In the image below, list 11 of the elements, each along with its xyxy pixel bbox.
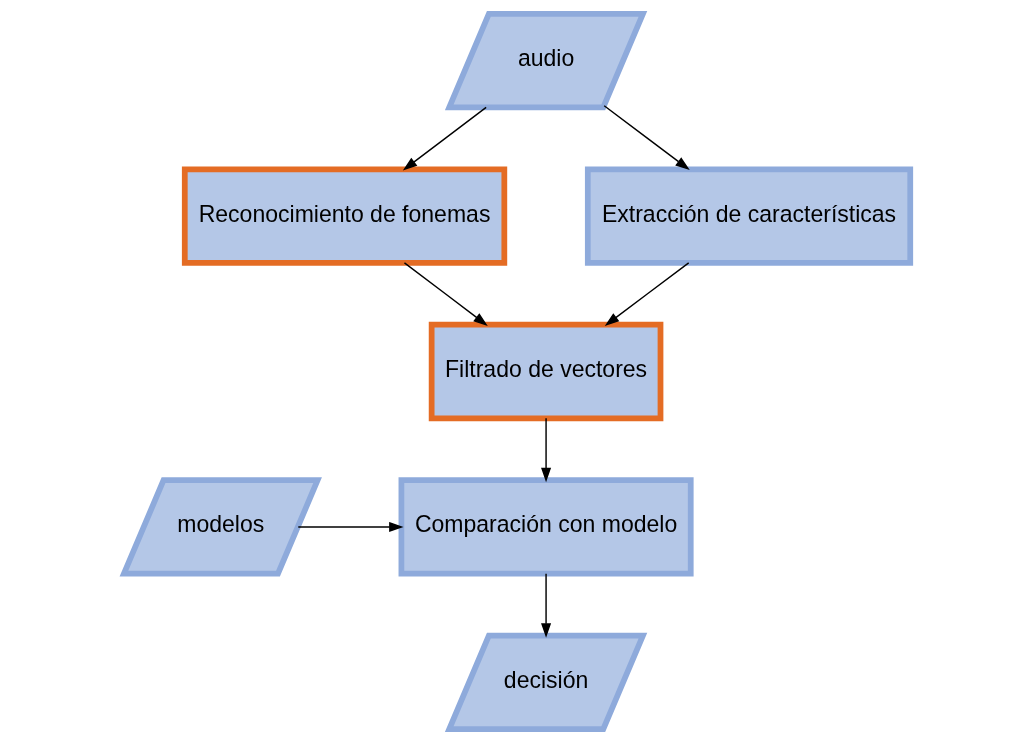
arrow bbox=[402, 106, 487, 171]
node-box: Filtrado de vectores bbox=[428, 321, 664, 422]
node-box: Extracción de características bbox=[584, 166, 914, 266]
arrow bbox=[541, 573, 552, 638]
arrow bbox=[604, 262, 690, 326]
arrow bbox=[403, 262, 488, 326]
node-box: Reconocimiento de fonemas bbox=[181, 166, 508, 266]
arrow bbox=[603, 105, 690, 171]
arrow bbox=[297, 521, 404, 532]
node-box: Comparación con modelo bbox=[398, 477, 694, 577]
arrow bbox=[541, 417, 552, 483]
